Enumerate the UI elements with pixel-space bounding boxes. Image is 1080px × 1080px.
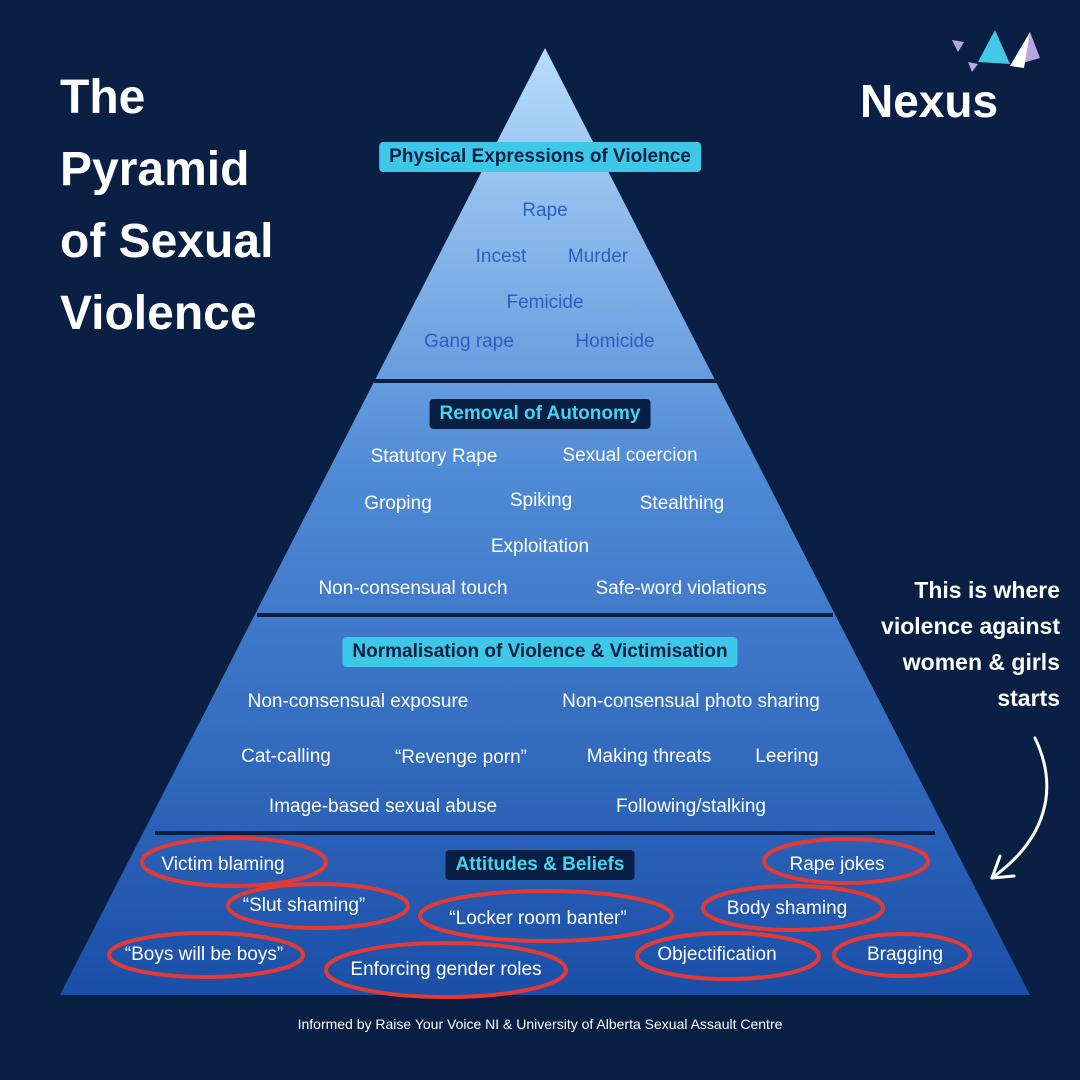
item-enforcing-gender-roles: Enforcing gender roles	[350, 959, 542, 980]
item-homicide: Homicide	[575, 331, 655, 352]
circle-objectification	[635, 931, 821, 981]
item-non-consensual-photo-sharing: Non-consensual photo sharing	[562, 691, 820, 712]
circle-rape-jokes	[762, 837, 930, 885]
brand-name: Nexus	[860, 75, 999, 127]
circle-slut-shaming	[226, 882, 410, 930]
item-leering: Leering	[755, 746, 819, 767]
pyramid-body	[60, 48, 1030, 995]
item-non-consensual-exposure: Non-consensual exposure	[247, 691, 469, 712]
title-line: Violence	[60, 287, 257, 340]
title-line: Pyramid	[60, 143, 250, 196]
circle-boys-will-be-boys	[107, 931, 305, 979]
item-sexual-coercion: Sexual coercion	[562, 445, 698, 466]
circle-body-shaming	[701, 884, 885, 932]
item-murder: Murder	[567, 246, 629, 267]
butterfly-icon	[952, 30, 1040, 72]
item-victim-blaming: Victim blaming	[161, 854, 285, 875]
item-statutory-rape: Statutory Rape	[370, 446, 498, 467]
title-line: The	[60, 71, 146, 124]
item-safe-word-violations: Safe-word violations	[595, 578, 767, 599]
circle-locker-room-banter	[418, 889, 674, 943]
item-body-shaming: Body shaming	[726, 898, 848, 919]
tier-title-attitudes: Attitudes & Beliefs	[445, 850, 635, 880]
item-groping: Groping	[364, 493, 432, 514]
title-line: of Sexual	[60, 215, 274, 268]
item-image-based-sexual-abuse: Image-based sexual abuse	[268, 796, 498, 817]
item-femicide: Femicide	[506, 292, 584, 313]
item-exploitation: Exploitation	[490, 536, 590, 557]
callout-line: This is where	[914, 577, 1060, 603]
item-cat-calling: Cat-calling	[241, 746, 331, 767]
item-rape-jokes: Rape jokes	[789, 854, 885, 875]
item-revenge-porn: “Revenge porn”	[394, 747, 528, 768]
item-non-consensual-touch: Non-consensual touch	[318, 578, 508, 599]
item-slut-shaming: “Slut shaming”	[242, 895, 366, 916]
circle-enforcing-gender-roles	[324, 941, 568, 999]
item-stealthing: Stealthing	[639, 493, 725, 514]
callout-line: women & girls	[902, 649, 1060, 675]
nexus-logo: Nexus	[860, 28, 1040, 128]
circle-bragging	[832, 932, 972, 978]
item-gang-rape: Gang rape	[424, 331, 514, 352]
footer-credit: Informed by Raise Your Voice NI & Univer…	[297, 1016, 783, 1032]
item-boys-will-be-boys: “Boys will be boys”	[124, 944, 284, 965]
item-incest: Incest	[475, 246, 527, 267]
item-making-threats: Making threats	[586, 746, 712, 767]
item-rape: Rape	[522, 200, 568, 221]
tier-title-normalisation: Normalisation of Violence & Victimisatio…	[342, 637, 738, 667]
item-bragging: Bragging	[866, 944, 944, 965]
tier-title-autonomy: Removal of Autonomy	[429, 399, 651, 429]
arrow-icon	[990, 736, 1049, 880]
item-spiking: Spiking	[509, 490, 573, 511]
circle-victim-blaming	[140, 836, 328, 888]
item-locker-room-banter: “Locker room banter”	[449, 908, 627, 929]
page-title: The Pyramid of Sexual Violence	[60, 62, 360, 350]
highlight-circles	[107, 836, 972, 999]
item-following-stalking: Following/stalking	[616, 796, 766, 817]
callout-line: starts	[997, 685, 1060, 711]
callout-line: violence against	[881, 613, 1060, 639]
item-objectification: Objectification	[657, 944, 777, 965]
tier-title-physical: Physical Expressions of Violence	[379, 142, 701, 172]
callout-text: This is where violence against women & g…	[820, 572, 1060, 716]
